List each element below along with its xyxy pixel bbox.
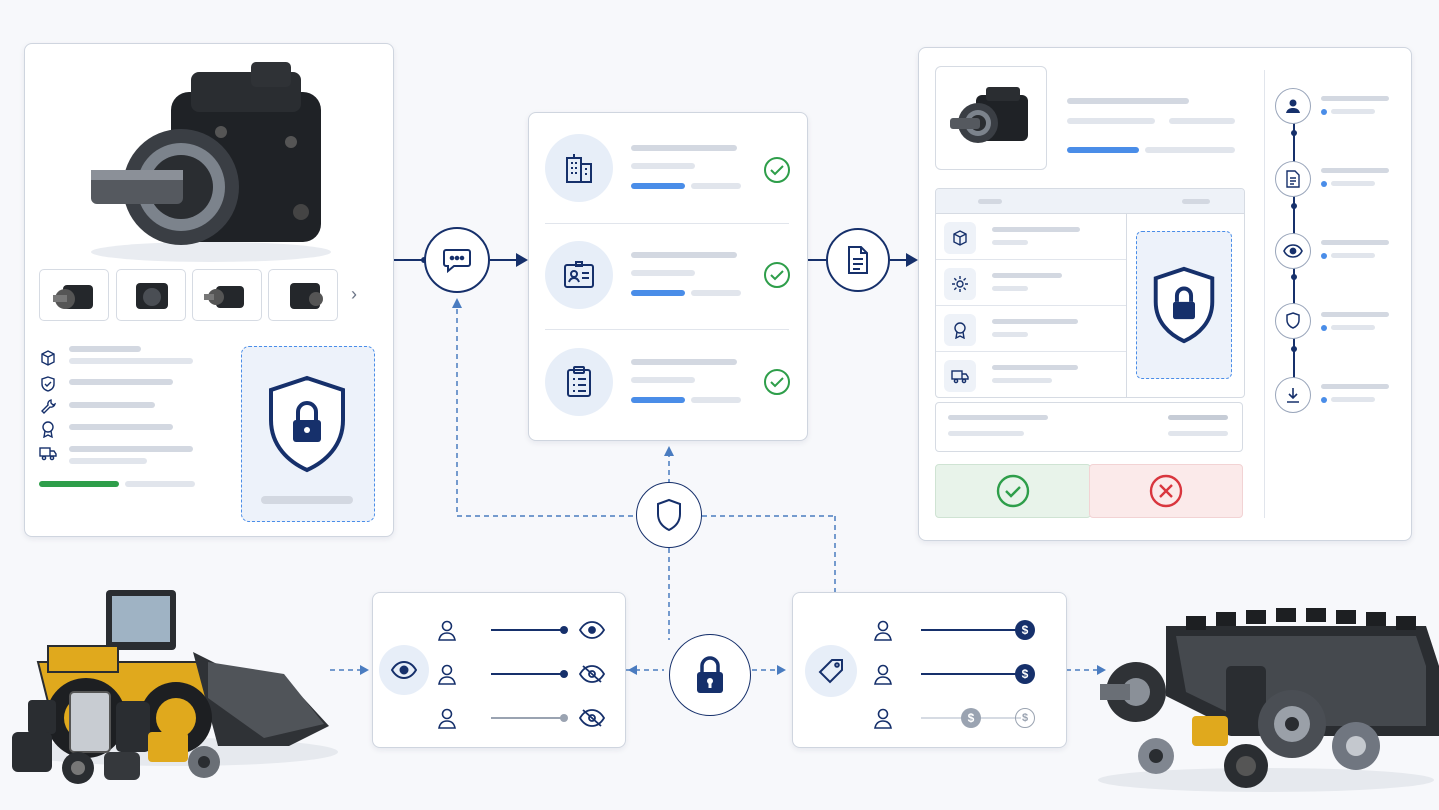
eye-icon [1275,233,1311,269]
document-icon [1275,161,1311,197]
product-main-image [71,52,351,272]
access-slider-knob[interactable] [560,670,568,678]
price-tag-icon [805,645,857,697]
product-card: › [24,43,394,537]
dollar-icon[interactable]: $ [961,708,981,728]
building-icon [545,134,613,202]
reject-button[interactable] [1089,464,1243,518]
check-circle-icon [996,474,1030,508]
timeline [1271,84,1401,424]
thumbnail-3[interactable] [192,269,262,321]
shield-lock-icon [1153,266,1215,344]
quote-lock-panel [1136,231,1232,379]
verification-card [528,112,808,441]
x-circle-icon [1149,474,1183,508]
eye-icon [379,645,429,695]
summary-row [935,402,1243,452]
crawler-track-illustration [1096,596,1439,796]
thumbnail-1[interactable] [39,269,109,321]
chat-connector [424,227,490,293]
box-icon [39,349,57,367]
gear-icon [944,268,976,300]
access-slider-knob[interactable] [560,714,568,722]
box-icon [944,222,976,254]
user-icon [1275,88,1311,124]
badge-icon [39,420,57,438]
user-icon [873,663,893,685]
shield-lock-icon [265,374,349,474]
eye-icon[interactable] [579,621,605,639]
thumbnail-next-button[interactable]: › [351,284,357,304]
eye-off-icon[interactable] [579,709,605,727]
shield-icon [1275,303,1311,339]
shield-check-icon [39,375,57,393]
quote-product-image [935,66,1047,170]
padlock-icon [697,656,723,693]
dollar-icon[interactable]: $ [1015,664,1035,684]
access-slider[interactable] [491,673,563,675]
document-icon [848,246,868,274]
user-icon [437,663,457,685]
user-icon [873,707,893,729]
access-slider[interactable] [491,629,563,631]
access-slider[interactable] [491,717,563,719]
pricing-card: $ $ $ $ [792,592,1067,748]
price-slider[interactable] [921,629,1021,631]
price-slider[interactable] [921,673,1021,675]
quote-card [918,47,1412,541]
shield-icon [657,498,681,532]
id-card-icon [545,241,613,309]
hub-shield [636,482,702,548]
dollar-icon[interactable]: $ [1015,708,1035,728]
stock-progress-bar [39,481,119,487]
thumbnail-4[interactable] [268,269,338,321]
check-icon [763,261,791,289]
badge-icon [944,314,976,346]
visibility-card [372,592,626,748]
truck-icon [944,360,976,392]
wrench-icon [39,398,57,416]
check-icon [763,156,791,184]
check-icon [763,368,791,396]
chat-bubble-icon [443,249,471,273]
clipboard-list-icon [545,348,613,416]
hub-lock [669,634,751,716]
approve-button[interactable] [935,464,1091,518]
truck-icon [39,444,57,462]
user-icon [437,619,457,641]
download-icon [1275,377,1311,413]
document-connector [826,228,890,292]
user-icon [873,619,893,641]
access-slider-knob[interactable] [560,626,568,634]
eye-off-icon[interactable] [579,665,605,683]
thumbnail-2[interactable] [116,269,186,321]
dollar-icon[interactable]: $ [1015,620,1035,640]
wheel-loader-illustration [8,582,338,794]
user-icon [437,707,457,729]
details-table [935,188,1245,398]
